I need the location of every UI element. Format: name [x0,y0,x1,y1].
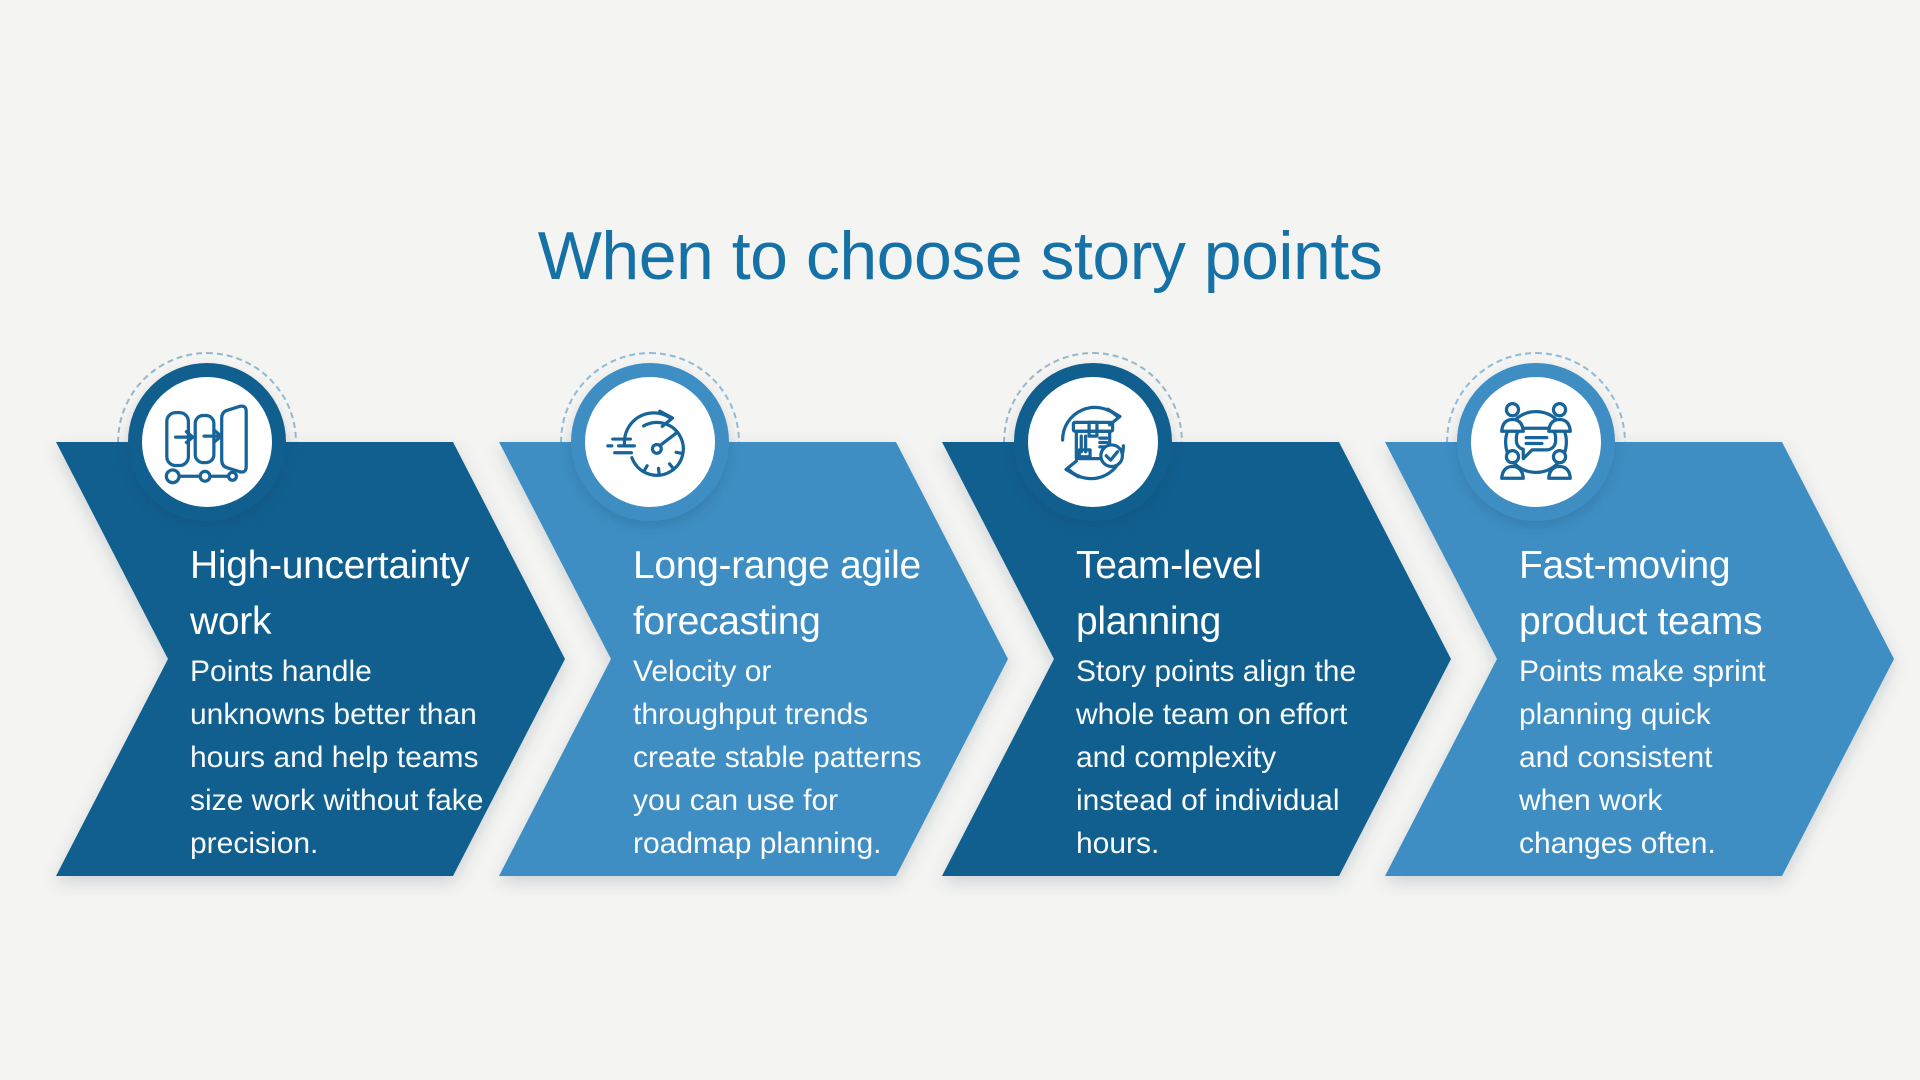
step-fast-moving-product-teams: Fast-moving product teams Points make sp… [1385,0,1894,980]
chevron-wrap-3: Team-level planning Story points align t… [942,442,1451,876]
step-description-3: Story points align the whole team on eff… [1076,655,1357,860]
step-title-1: High-uncertainty work [190,544,470,643]
step-icon-badge-4 [1446,352,1626,532]
step-title-4: Fast-moving product teams [1519,544,1763,643]
kanban-workflow-icon [164,404,248,485]
team-chat-circle-icon [1500,401,1572,480]
chevron-shape-2: Long-range agile forecasting Velocity or… [499,442,1008,876]
step-description-1: Points handle unknowns better than hours… [190,655,484,860]
chevron-shape-1: High-uncertainty work Points handle unkn… [56,442,565,876]
step-icon-badge-2 [560,352,740,532]
package-cycle-check-icon [1061,405,1125,481]
step-icon-badge-1 [117,352,297,532]
step-title-2: Long-range agile forecasting [633,544,921,643]
chevron-wrap-1: High-uncertainty work Points handle unkn… [56,442,565,876]
step-team-level-planning: Team-level planning Story points align t… [942,0,1451,980]
step-icon-badge-3 [1003,352,1183,532]
page-title: When to choose story points [537,218,1383,294]
speedometer-velocity-icon [606,409,685,477]
step-text-3: Team-level planning Story points align t… [1076,538,1436,865]
chevron-shape-4: Fast-moving product teams Points make sp… [1385,442,1894,876]
step-description-2: Velocity or throughput trends create sta… [633,655,922,860]
step-text-1: High-uncertainty work Points handle unkn… [190,538,550,865]
chevron-wrap-2: Long-range agile forecasting Velocity or… [499,442,1008,876]
step-description-4: Points make sprint planning quick and co… [1519,655,1766,860]
step-long-range-agile-forecasting: Long-range agile forecasting Velocity or… [499,0,1008,980]
chevron-wrap-4: Fast-moving product teams Points make sp… [1385,442,1894,876]
chevron-shape-3: Team-level planning Story points align t… [942,442,1451,876]
step-title-3: Team-level planning [1076,544,1262,643]
step-text-4: Fast-moving product teams Points make sp… [1519,538,1879,865]
step-high-uncertainty-work: High-uncertainty work Points handle unkn… [56,0,565,980]
step-text-2: Long-range agile forecasting Velocity or… [633,538,993,865]
